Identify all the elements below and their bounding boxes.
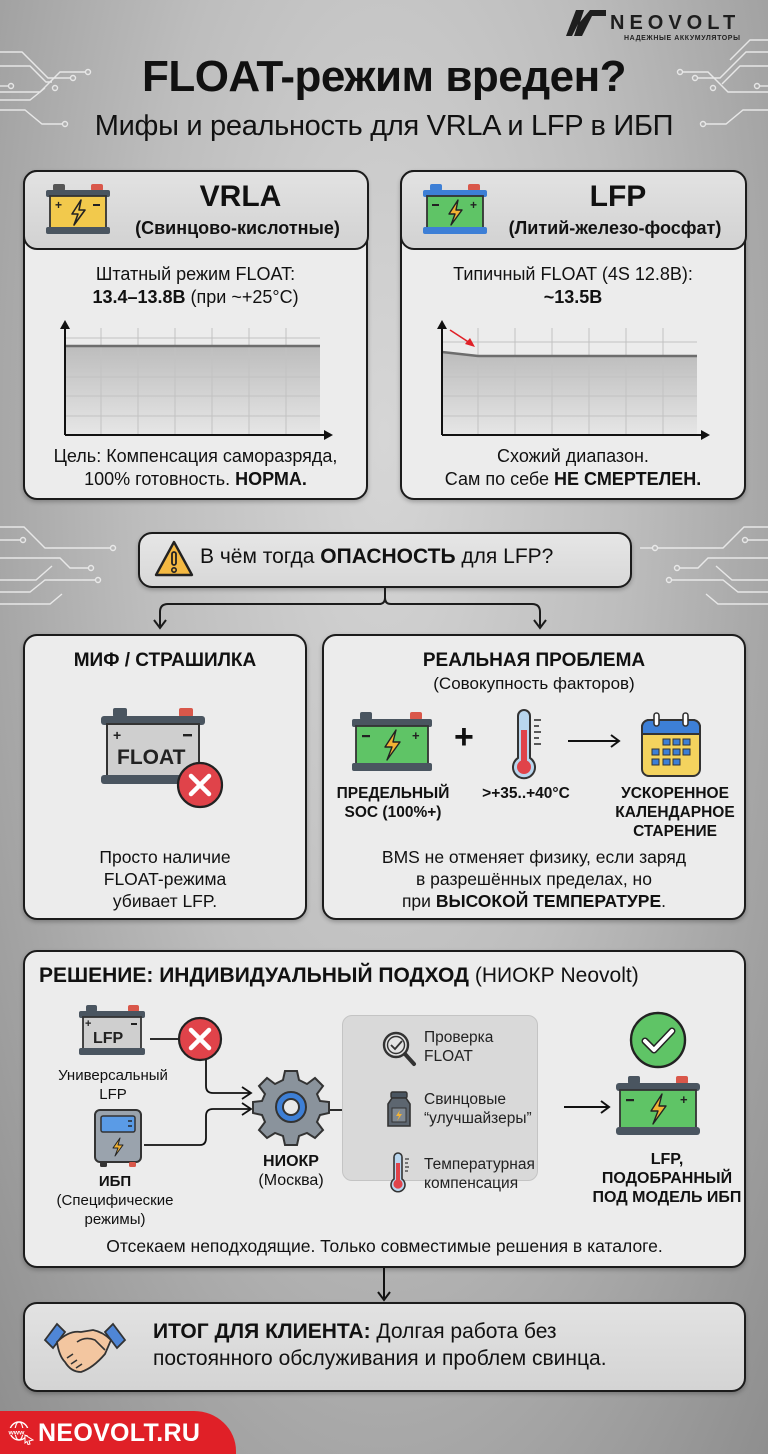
- myth-line-1: Просто наличие: [99, 847, 231, 867]
- myth-line-2: FLOAT-режима: [103, 869, 227, 889]
- danger-question-box: В чём тогда ОПАСНОСТЬ для LFP?: [138, 532, 632, 588]
- www-globe-icon: www: [8, 1421, 34, 1445]
- lfp-card: + LFP (Литий-железо-фосфат) Типичный FLO…: [399, 169, 747, 500]
- lfp-subtitle: (Литий-железо-фосфат): [508, 217, 722, 238]
- magnifier-check-icon: [382, 1031, 416, 1066]
- problem-text-3: при ВЫСОКОЙ ТЕМПЕРАТУРЕ.: [401, 891, 667, 911]
- vrla-float-chart: [60, 320, 333, 440]
- myth-line-3: убивает LFP.: [112, 891, 218, 911]
- yellow-battery-icon: +: [45, 183, 110, 234]
- arrow-right-icon: [568, 734, 621, 748]
- svg-text:+: +: [470, 198, 477, 212]
- brand-logo: NEOVOLT НАДЕЖНЫЕ АККУМУЛЯТОРЫ: [566, 8, 746, 44]
- thermometer-icon: [512, 709, 541, 780]
- additive-jar-icon: [387, 1091, 411, 1127]
- myth-title: МИФ / СТРАШИЛКА: [73, 650, 257, 671]
- brand-tagline: НАДЕЖНЫЕ АККУМУЛЯТОРЫ: [624, 35, 741, 42]
- handshake-icon: [43, 1322, 127, 1373]
- summary-text: ИТОГ ДЛЯ КЛИЕНТА: Долгая работа без пост…: [153, 1320, 607, 1370]
- plus-sign: +: [454, 718, 474, 756]
- approved-check-icon: [629, 1011, 687, 1069]
- neovolt-logo-icon: [566, 10, 606, 36]
- solution-footer-text: Отсекаем неподходящие. Только совместимы…: [106, 1236, 663, 1256]
- vrla-float-label: Штатный режим FLOAT:: [95, 264, 296, 284]
- problem-text-1: BMS не отменяет физику, если заряд: [381, 847, 687, 867]
- green-battery-icon: +: [422, 183, 487, 234]
- checks-panel: [342, 1015, 538, 1181]
- lfp-title: LFP: [589, 179, 647, 213]
- lfp-float-value: ~13.5В: [543, 287, 603, 307]
- svg-text:+: +: [113, 727, 121, 743]
- svg-text:FLOAT: FLOAT: [117, 746, 186, 769]
- vrla-norm-text: 100% готовность. НОРМА.: [84, 469, 307, 489]
- solution-title: РЕШЕНИЕ: ИНДИВИДУАЛЬНЫЙ ПОДХОД (НИОКР Ne…: [39, 964, 639, 987]
- vrla-float-value: 13.4–13.8В (при ~+25°C): [92, 287, 299, 307]
- red-arrow-icon: [465, 338, 475, 347]
- thermometer-small-icon: [390, 1152, 409, 1193]
- problem-text-2: в разрешённых пределах, но: [416, 869, 652, 889]
- problem-subtitle: (Совокупность факторов): [433, 674, 635, 693]
- input-flow-lines: [144, 1038, 253, 1146]
- arrow-down-icon: [377, 1268, 391, 1302]
- rnd-label: НИОКР(Москва): [258, 1153, 324, 1189]
- reject-cross-icon: [177, 1016, 223, 1062]
- universal-lfp-battery-icon: + LFP: [79, 1005, 145, 1055]
- myth-card: МИФ / СТРАШИЛКА + FLOAT Просто наличие F…: [23, 634, 307, 920]
- svg-text:+: +: [55, 198, 62, 212]
- lfp-float-label: Типичный FLOAT (4S 12.8В):: [453, 264, 693, 284]
- vrla-subtitle: (Свинцово-кислотные): [135, 217, 340, 238]
- lfp-not-deadly-text: Сам по себе НЕ СМЕРТЕЛЕН.: [444, 469, 702, 489]
- website-banner[interactable]: www NEOVOLT.RU: [0, 1411, 236, 1454]
- problem-title: РЕАЛЬНАЯ ПРОБЛЕМА: [422, 650, 646, 671]
- lfp-card-header: + LFP (Литий-железо-фосфат): [399, 169, 747, 250]
- matched-lfp-battery-icon: +: [616, 1076, 700, 1135]
- lfp-similar-text: Схожий диапазон.: [497, 446, 649, 466]
- warning-icon: [154, 540, 194, 577]
- brand-name: NEOVOLT: [610, 12, 741, 34]
- branch-connector: [153, 588, 547, 630]
- factor-temperature-label: >+35..+40°C: [482, 785, 570, 802]
- calendar-icon: [641, 712, 701, 777]
- page-subtitle: Мифы и реальность для VRLA и LFP в ИБП: [94, 110, 674, 142]
- vrla-card-header: + VRLA (Свинцово-кислотные): [22, 169, 369, 250]
- svg-text:LFP: LFP: [93, 1030, 124, 1047]
- website-link[interactable]: NEOVOLT.RU: [38, 1419, 201, 1447]
- svg-text:+: +: [85, 1018, 91, 1030]
- vrla-goal-text: Цель: Компенсация саморазряда,: [53, 446, 338, 466]
- full-charge-battery-icon: +: [352, 712, 432, 771]
- summary-card: ИТОГ ДЛЯ КЛИЕНТА: Долгая работа без пост…: [23, 1302, 746, 1392]
- vrla-title: VRLA: [199, 179, 282, 213]
- arrow-right-result-icon: [564, 1100, 611, 1114]
- svg-text:+: +: [412, 728, 420, 743]
- real-problem-card: РЕАЛЬНАЯ ПРОБЛЕМА (Совокупность факторов…: [322, 634, 746, 920]
- ups-label: ИБП (Специфические режимы): [56, 1173, 174, 1228]
- danger-question-text: В чём тогда ОПАСНОСТЬ для LFP?: [200, 545, 554, 568]
- ups-device-icon: [94, 1109, 142, 1167]
- lfp-float-chart: [437, 320, 710, 440]
- page-title: FLOAT-режим вреден?: [141, 52, 627, 101]
- check-additives-label: Свинцовые“улучшайзеры”: [424, 1091, 532, 1127]
- rnd-gear-icon: [252, 1070, 330, 1146]
- float-battery-cross-icon: + FLOAT: [101, 708, 224, 809]
- svg-text:www: www: [8, 1430, 25, 1437]
- svg-text:+: +: [680, 1092, 688, 1107]
- vrla-card: + VRLA (Свинцово-кислотные) Штатный режи…: [22, 169, 369, 500]
